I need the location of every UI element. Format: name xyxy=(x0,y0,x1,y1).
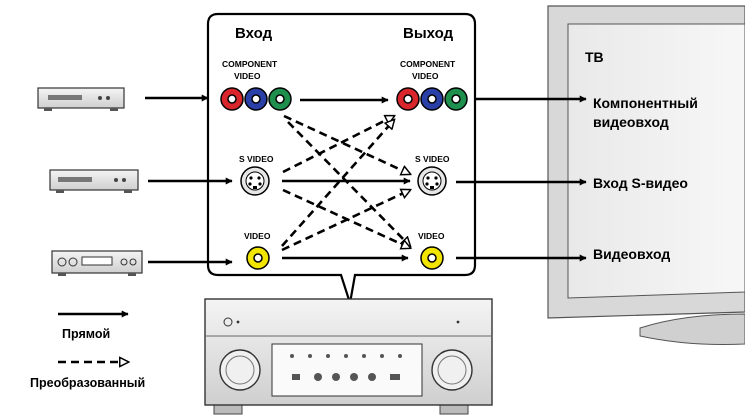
video-out-label: VIDEO xyxy=(418,231,445,241)
video-in-label: VIDEO xyxy=(244,231,271,241)
svideo-out-jack xyxy=(417,166,447,196)
legend: Прямой Преобразованный xyxy=(30,310,145,390)
converted-video-to-svideo xyxy=(281,190,410,252)
legend-converted-label: Преобразованный xyxy=(30,376,145,390)
source-device-vcr xyxy=(51,250,143,276)
component-video-out-label-line2: VIDEO xyxy=(412,71,439,81)
output-title: Выход xyxy=(403,25,454,42)
component-video-in-label-line2: VIDEO xyxy=(234,71,261,81)
av-receiver xyxy=(204,298,493,415)
component-video-out-label-line1: COMPONENT xyxy=(400,59,456,69)
converted-component-to-video xyxy=(287,121,410,246)
tv-component-input-label-line2: видеовход xyxy=(593,114,669,130)
tv-title: ТВ xyxy=(585,49,604,65)
input-title: Вход xyxy=(235,25,273,42)
svideo-in-jack xyxy=(240,166,270,196)
converted-component-to-svideo xyxy=(283,114,410,174)
svideo-in-label: S VIDEO xyxy=(239,154,274,164)
converted-video-to-component xyxy=(281,120,394,247)
tv-screen xyxy=(567,23,745,299)
tv-component-input-label-line1: Компонентный xyxy=(593,95,698,111)
video-in-jack xyxy=(246,246,270,270)
tv-video-input-label: Видеовход xyxy=(593,246,670,262)
connection-panel-callout xyxy=(206,12,477,304)
component-video-in-label-line1: COMPONENT xyxy=(222,59,278,69)
source-device-dvd-player xyxy=(49,169,139,193)
converted-svideo-to-component xyxy=(282,114,394,174)
tv-stand xyxy=(639,313,745,346)
source-device-bd-player xyxy=(37,87,125,111)
component-video-in-jacks xyxy=(220,87,292,111)
component-video-out-jacks xyxy=(396,87,468,111)
legend-direct-label: Прямой xyxy=(62,327,110,341)
tv-set: ТВ Компонентный видеовход Вход S-видео В… xyxy=(547,5,745,346)
video-out-jack xyxy=(420,246,444,270)
svideo-out-label: S VIDEO xyxy=(415,154,450,164)
tv-svideo-input-label: Вход S-видео xyxy=(593,175,688,191)
